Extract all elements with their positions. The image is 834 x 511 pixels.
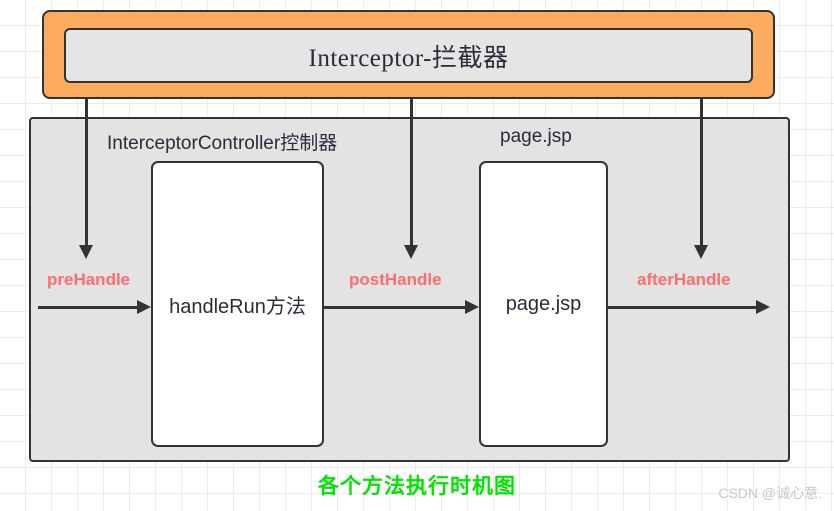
pagejsp-box: page.jsp (479, 161, 608, 447)
label-afterhandle: afterHandle (637, 270, 731, 289)
arrow-head (756, 300, 770, 314)
arrow-right-handlerun-to-pagejsp-icon (324, 300, 479, 314)
arrow-down-prehandle-icon (79, 99, 93, 259)
arrow-stem (700, 99, 703, 245)
arrow-head (404, 245, 418, 259)
watermark: CSDN @诚心意. (718, 485, 822, 501)
handlerun-box: handleRun方法 (151, 161, 324, 447)
arrow-down-afterhandle-icon (694, 99, 708, 259)
arrow-stem (410, 99, 413, 245)
section-title-pagejsp: page.jsp (500, 126, 572, 147)
interceptor-title: Interceptor-拦截器 (308, 44, 509, 72)
arrow-right-request-to-handlerun-icon (38, 300, 151, 314)
arrow-stem (608, 306, 756, 309)
arrow-head (694, 245, 708, 259)
arrow-right-pagejsp-to-response-icon (608, 300, 770, 314)
arrow-down-posthandle-icon (404, 99, 418, 259)
interceptor-inner-box: Interceptor-拦截器 (64, 28, 753, 83)
section-title-controller: InterceptorController控制器 (107, 133, 338, 154)
interceptor-outer-box: Interceptor-拦截器 (42, 10, 775, 99)
diagram-caption: 各个方法执行时机图 (318, 475, 516, 498)
arrow-head (79, 245, 93, 259)
arrow-stem (85, 99, 88, 245)
arrow-head (137, 300, 151, 314)
handlerun-box-label: handleRun方法 (169, 295, 306, 318)
arrow-head (465, 300, 479, 314)
pagejsp-box-label: page.jsp (505, 292, 582, 315)
arrow-stem (324, 306, 465, 309)
label-prehandle: preHandle (47, 270, 131, 289)
label-posthandle: postHandle (349, 270, 442, 289)
arrow-stem (38, 306, 137, 309)
